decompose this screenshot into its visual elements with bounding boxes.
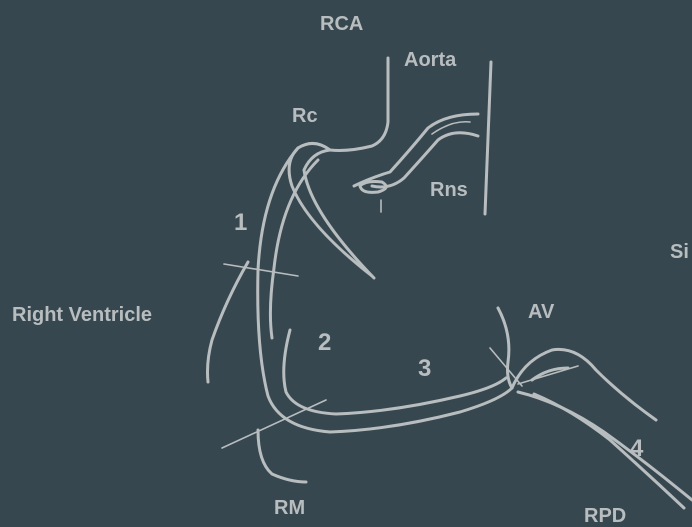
label-av: AV [528, 301, 555, 323]
right-ventricle-branch [208, 262, 249, 382]
crux-cut-line [518, 366, 578, 384]
rns-branch-upper [354, 114, 478, 186]
label-rpd: RPD [584, 505, 626, 527]
label-segment-1: 1 [234, 209, 247, 236]
rpd-branch-upper [518, 392, 692, 500]
label-si: Si [670, 241, 689, 263]
label-segment-3: 3 [418, 355, 431, 382]
label-segment-2: 2 [318, 329, 331, 356]
aorta-wall-left [330, 58, 388, 151]
rv-branch-cut-line [224, 264, 298, 276]
label-rm: RM [274, 497, 305, 519]
aorta-wall-right [485, 62, 491, 214]
label-aorta: Aorta [404, 49, 457, 71]
label-rca: RCA [320, 13, 363, 35]
label-segment-4: 4 [630, 435, 644, 462]
rca-origin-loop-inner [304, 150, 374, 278]
rm-branch [258, 430, 306, 482]
label-rns: Rns [430, 179, 468, 201]
rca-main-inner [270, 160, 318, 338]
label-right-ventricle: Right Ventricle [12, 304, 152, 326]
rpd-branch-lower [534, 394, 684, 508]
rca-origin-loop [289, 143, 372, 276]
crux-outer [512, 349, 656, 420]
av-branch [498, 308, 512, 388]
label-rc: Rc [292, 105, 318, 127]
